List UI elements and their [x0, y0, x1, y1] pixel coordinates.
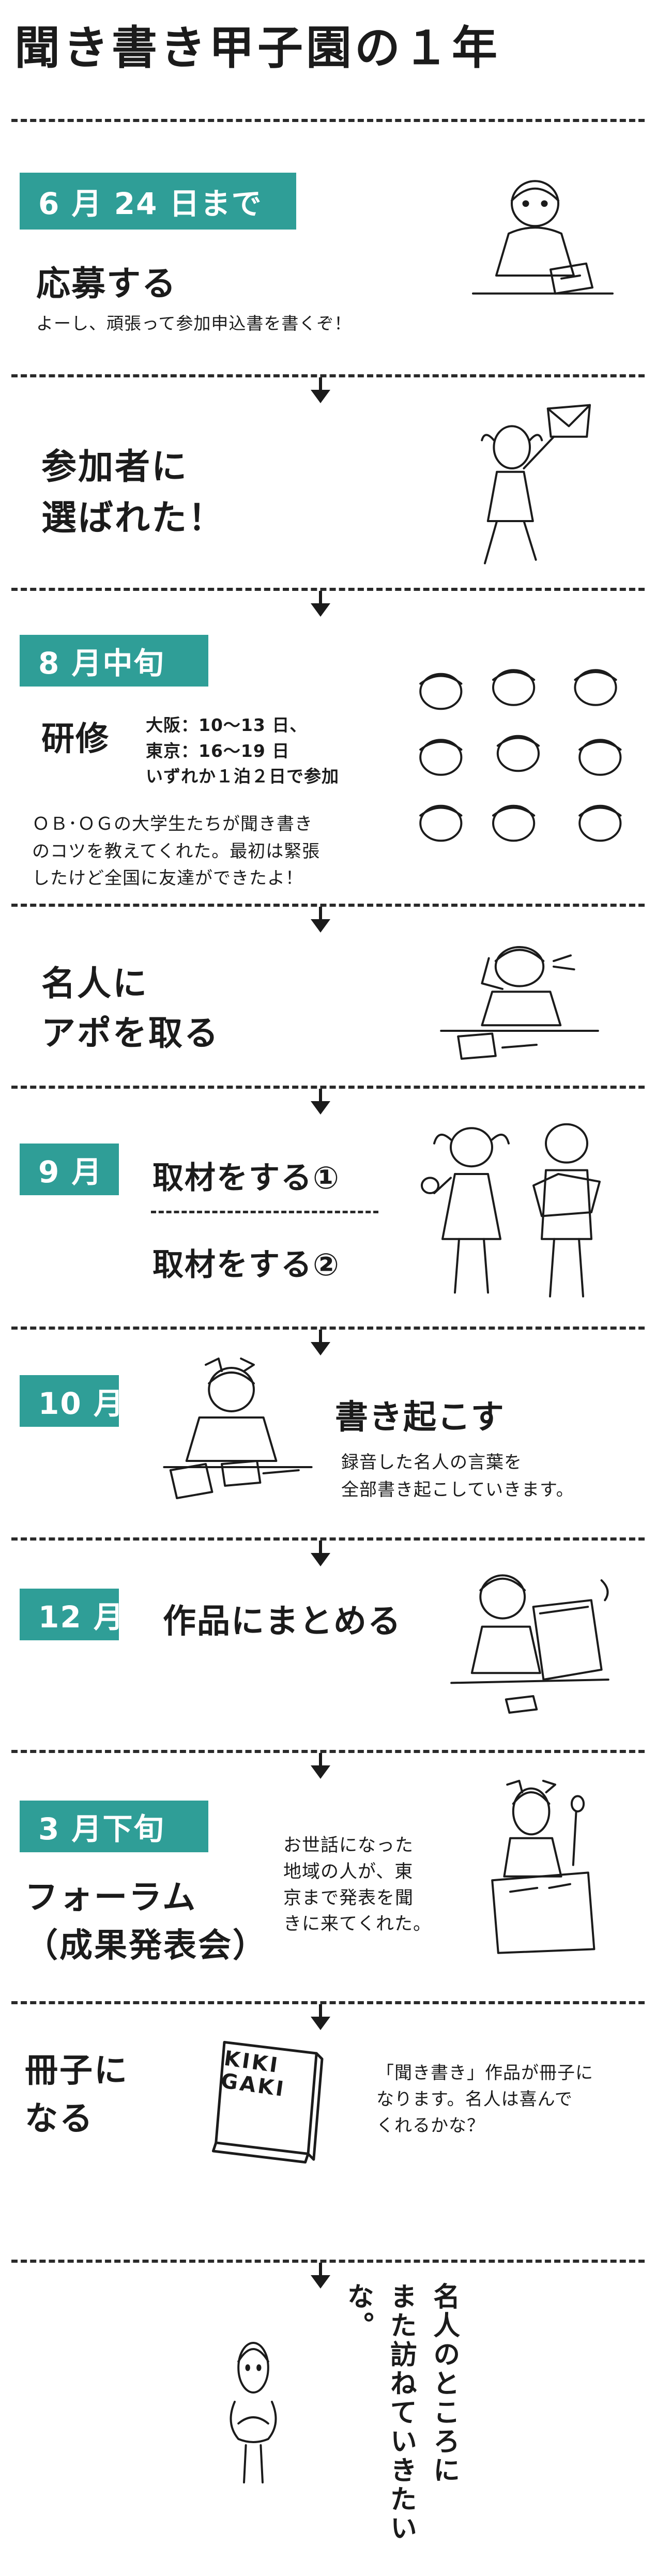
- date-badge-march: 3 月下旬: [20, 1801, 208, 1852]
- step-selected-line: 参加者に: [41, 447, 189, 487]
- page-title: 聞き書き甲子園の１年: [14, 21, 501, 74]
- forum-desc: お世話になった 地域の人が、東 京まで発表を聞 きに来てくれた。: [283, 1833, 432, 1938]
- section-divider: [11, 588, 645, 591]
- schedule-line: 大阪：10〜13 日、: [146, 715, 308, 735]
- section-divider: [11, 904, 645, 907]
- step-booklet-line: 冊子に: [25, 2052, 129, 2090]
- interview-divider: [151, 1211, 378, 1213]
- forum-desc-line: 京まで発表を聞: [283, 1887, 414, 1909]
- step-apply-desc: よーし、頑張って参加申込書を書くぞ！: [36, 313, 352, 333]
- student-writing-illustration: [465, 171, 620, 321]
- forum-desc-line: 地域の人が、東: [283, 1861, 414, 1882]
- date-badge-december: 12 月: [20, 1589, 124, 1640]
- booklet-desc-line: なります。名人は喜んで: [376, 2089, 573, 2110]
- group-of-students-illustration: [414, 664, 641, 858]
- section-divider: [11, 1086, 645, 1089]
- student-transcribing-illustration: [158, 1349, 318, 1504]
- training-schedule: 大阪：10〜13 日、 東京：16〜19 日 いずれか１泊２日で参加: [146, 712, 339, 789]
- booklet-desc-line: くれるかな？: [376, 2115, 485, 2136]
- date-badge-august: 8 月中旬: [20, 635, 208, 687]
- date-badge-october: 10 月: [20, 1375, 124, 1427]
- forum-desc-line: お世話になった: [283, 1835, 414, 1856]
- step-appointment: 名人に アポを取る: [41, 959, 220, 1058]
- booklet-cover-label: KIKI GAKI: [219, 2047, 290, 2102]
- step-forum-line: （成果発表会）: [25, 1926, 267, 1965]
- schedule-line: いずれか１泊２日で参加: [146, 766, 339, 786]
- step-interview-2: 取材をする②: [152, 1247, 340, 1283]
- transcribe-desc: 録音した名人の言葉を 全部書き起こしていきます。: [341, 1449, 574, 1503]
- student-presenting-illustration: [465, 1773, 615, 1964]
- step-interview-1: 取材をする①: [152, 1160, 340, 1196]
- schedule-line: 東京：16〜19 日: [146, 740, 290, 761]
- step-forum: フォーラム （成果発表会）: [25, 1874, 267, 1970]
- training-desc-line: ＯＢ･ＯＧの大学生たちが聞き書き: [32, 814, 313, 834]
- step-booklet-line: なる: [25, 2099, 94, 2138]
- booklet-desc: 「聞き書き」作品が冊子に なります。名人は喜んで くれるかな？: [376, 2060, 593, 2139]
- section-divider: [11, 1537, 645, 1541]
- interview-pair-illustration: [414, 1117, 620, 1308]
- step-selected: 参加者に 選ばれた！: [41, 442, 225, 544]
- transcribe-desc-line: 録音した名人の言葉を: [341, 1452, 522, 1473]
- section-divider: [11, 1327, 645, 1330]
- training-desc-line: のコツを教えてくれた。最初は緊張: [32, 841, 321, 862]
- date-badge-june: 6 月 24 日まで: [20, 173, 296, 230]
- closing-message: 名人のところに また訪ねていきたいな。: [336, 2282, 465, 2562]
- closing-message-line: 名人のところに: [428, 2282, 460, 2485]
- step-compile: 作品にまとめる: [163, 1603, 402, 1641]
- student-hugging-illustration: [207, 2337, 300, 2492]
- forum-desc-line: きに来てくれた。: [283, 1914, 432, 1935]
- step-appointment-line: アポを取る: [41, 1013, 220, 1053]
- date-badge-september: 9 月: [20, 1144, 119, 1195]
- step-selected-line: 選ばれた！: [41, 497, 225, 539]
- girl-with-letter-illustration: [455, 398, 605, 574]
- step-forum-line: フォーラム: [25, 1879, 197, 1917]
- step-training: 研修: [41, 720, 110, 758]
- transcribe-desc-line: 全部書き起こしていきます。: [341, 1479, 574, 1500]
- step-transcribe: 書き起こす: [335, 1398, 505, 1437]
- training-desc: ＯＢ･ＯＧの大学生たちが聞き書き のコツを教えてくれた。最初は緊張 したけど全国…: [32, 811, 320, 892]
- section-divider: [11, 119, 645, 122]
- student-with-book-illustration: [445, 1564, 615, 1729]
- step-booklet: 冊子に なる: [25, 2047, 129, 2143]
- closing-message-line: また訪ねていきたいな。: [342, 2282, 417, 2543]
- section-divider: [11, 2260, 645, 2263]
- section-divider: [11, 1750, 645, 1753]
- student-on-phone-illustration: [434, 933, 605, 1073]
- section-divider: [11, 2001, 645, 2004]
- booklet-illustration: [196, 2025, 336, 2165]
- section-divider: [11, 374, 645, 377]
- step-apply: 応募する: [36, 264, 177, 303]
- step-appointment-line: 名人に: [41, 964, 148, 1003]
- booklet-desc-line: 「聞き書き」作品が冊子に: [376, 2063, 593, 2083]
- training-desc-line: したけど全国に友達ができたよ！: [32, 868, 303, 889]
